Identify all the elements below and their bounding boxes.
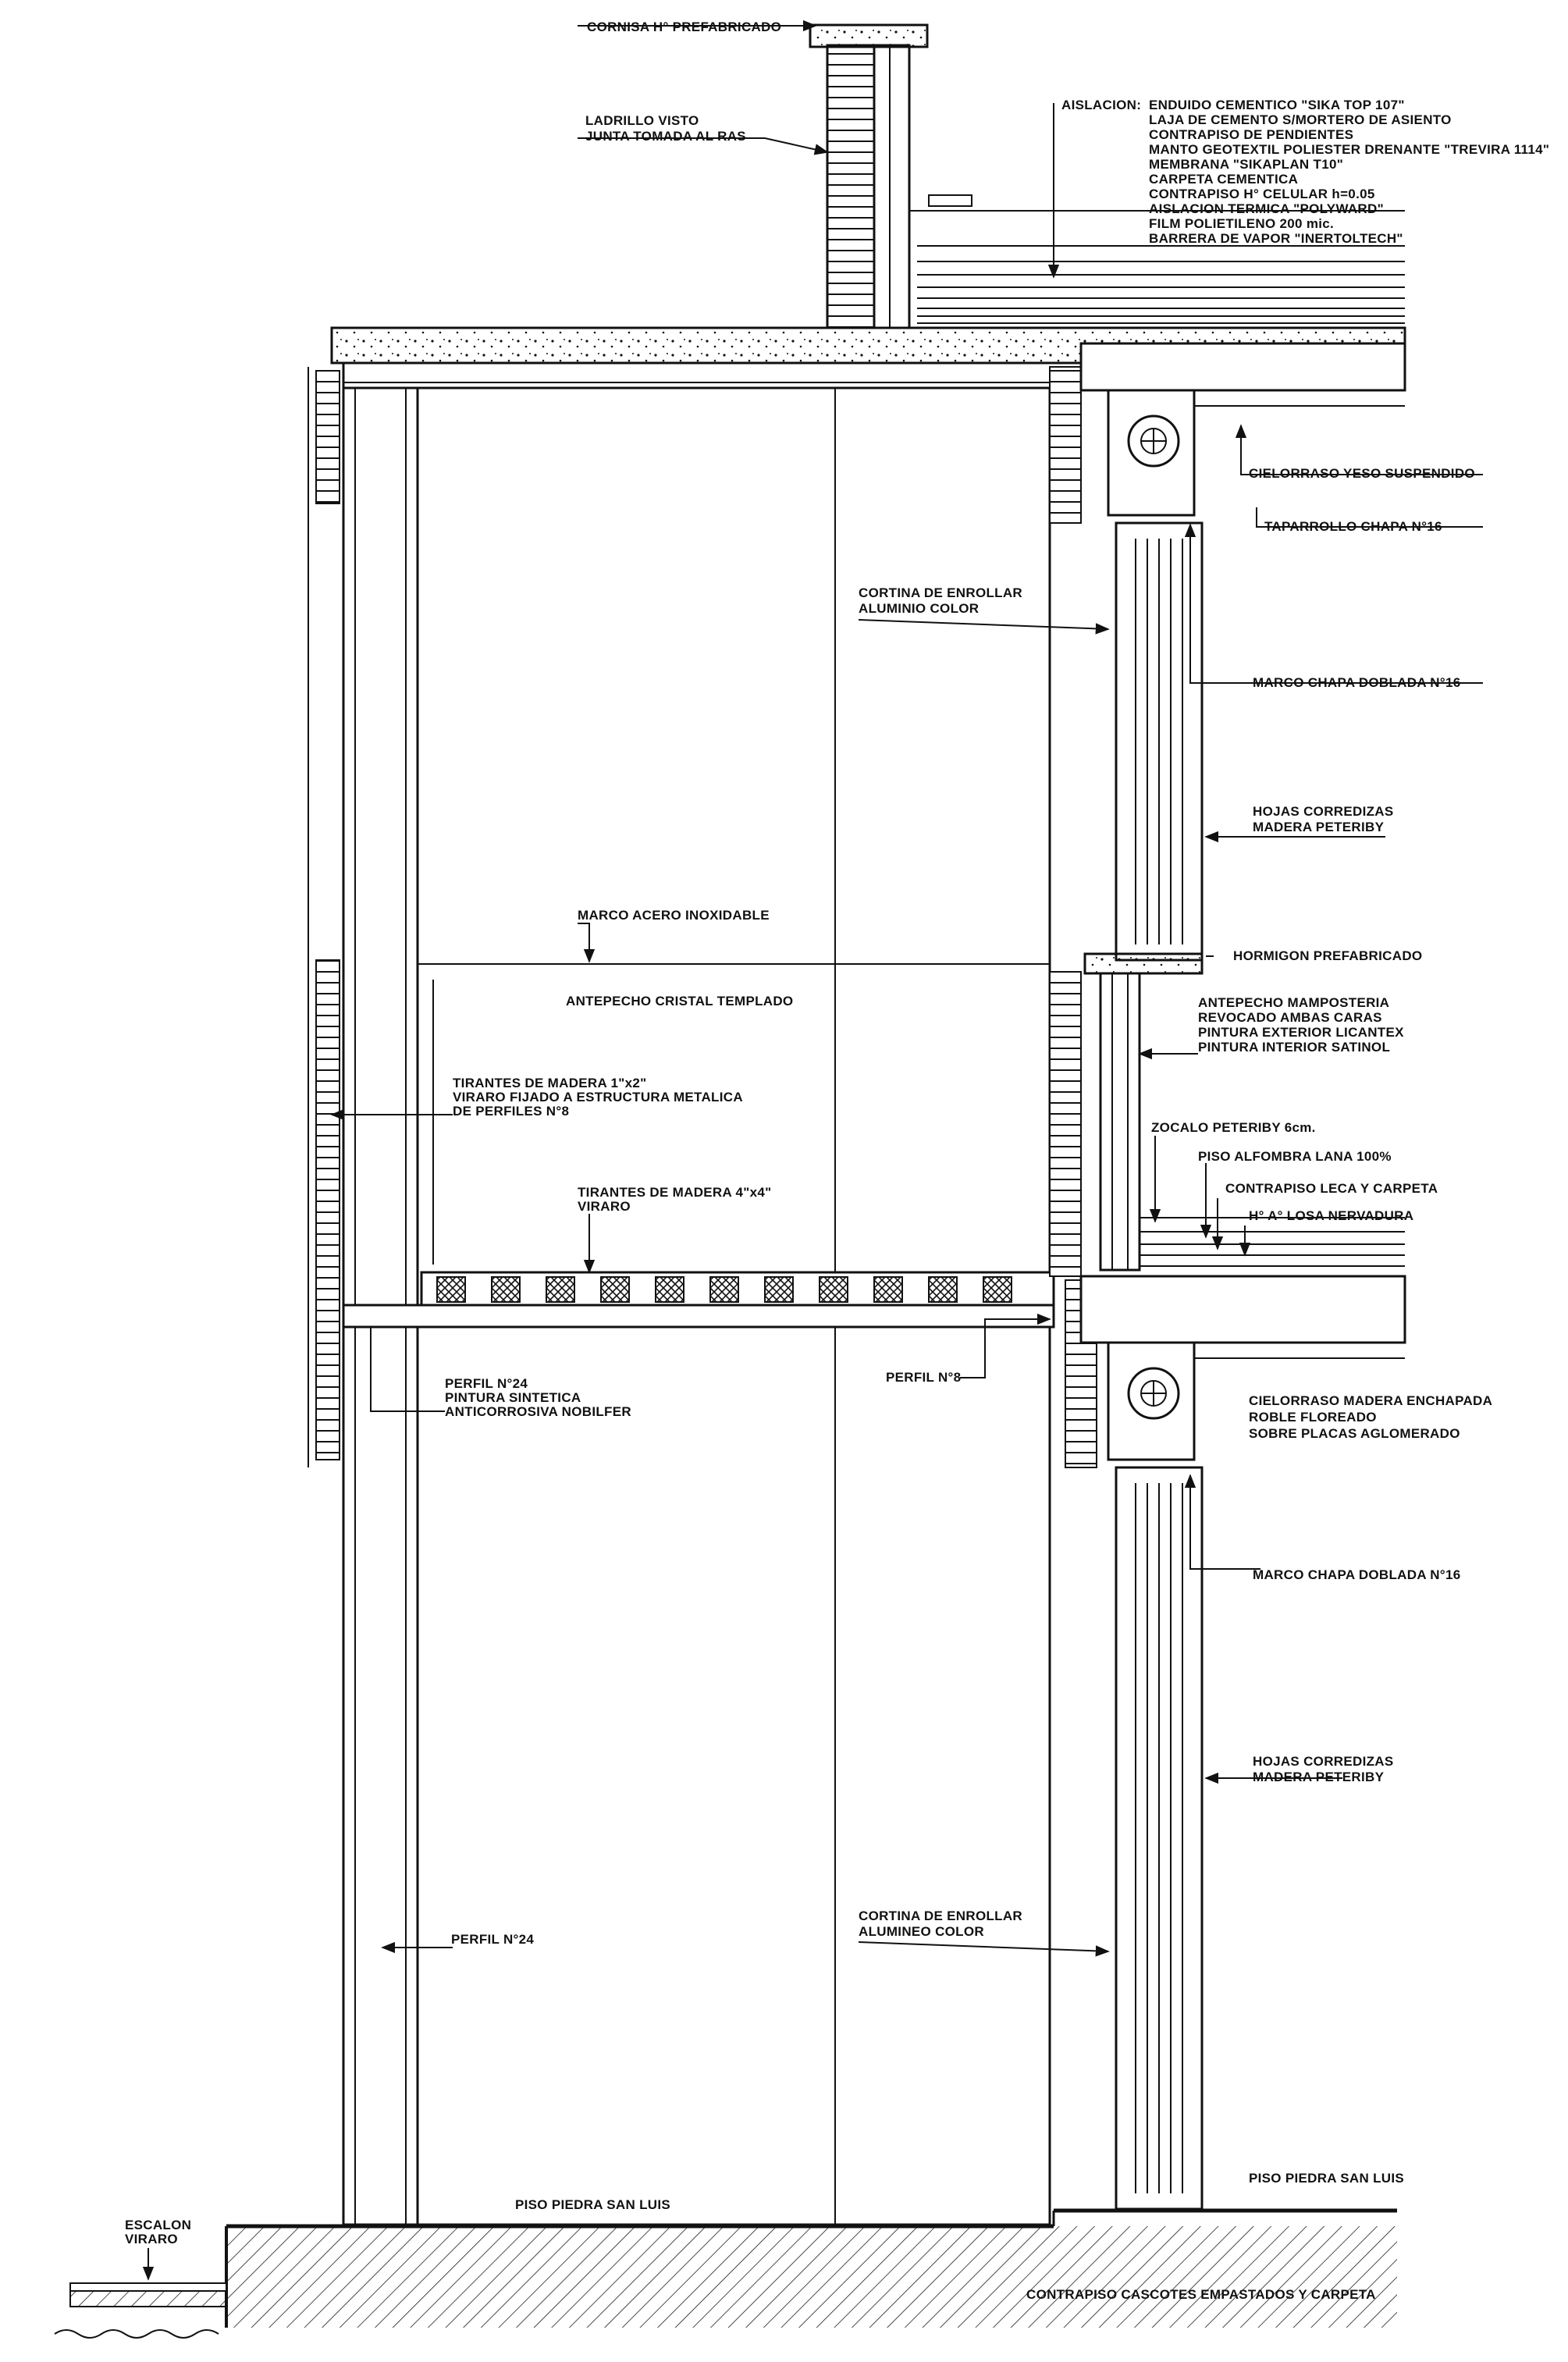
label-contrapiso-cascotes: CONTRAPISO CASCOTES EMPASTADOS Y CARPETA [1026, 2287, 1376, 2302]
label-antepecho-mamp: ANTEPECHO MAMPOSTERIA REVOCADO AMBAS CAR… [1198, 995, 1408, 1055]
structure-geometry [54, 23, 1406, 2339]
label-ladrillo: LADRILLO VISTO JUNTA TOMADA AL RAS [585, 113, 746, 144]
upper-sliding-window [1115, 521, 1204, 962]
label-cielorraso-yeso: CIELORRASO YESO SUSPENDIDO [1249, 466, 1475, 481]
label-hormigon-pref: HORMIGON PREFABRICADO [1233, 948, 1422, 963]
upper-steel-beam [342, 361, 1094, 390]
label-taparrollo: TAPARROLLO CHAPA N°16 [1264, 519, 1442, 534]
label-hojas-1: HOJAS CORREDIZAS MADERA PETERIBY [1253, 804, 1398, 834]
label-zocalo: ZOCALO PETERIBY 6cm. [1151, 1120, 1316, 1135]
label-piso-piedra-1: PISO PIEDRA SAN LUIS [515, 2197, 670, 2212]
label-hojas-2: HOJAS CORREDIZAS MADERA PETERIBY [1253, 1754, 1398, 1784]
label-tirantes-1: TIRANTES DE MADERA 1"x2" VIRARO FIJADO A… [453, 1076, 746, 1119]
label-antepecho-cristal: ANTEPECHO CRISTAL TEMPLADO [566, 994, 793, 1008]
label-cielorraso-madera: CIELORRASO MADERA ENCHAPADA ROBLE FLOREA… [1249, 1393, 1496, 1441]
label-cortina-2: CORTINA DE ENROLLAR ALUMINEO COLOR [859, 1908, 1026, 1939]
floor-buildup [1140, 1217, 1405, 1267]
label-contrapiso-leca: CONTRAPISO LECA Y CARPETA [1225, 1181, 1438, 1196]
label-losa: H° A° LOSA NERVADURA [1249, 1208, 1413, 1223]
precast-sill [1083, 952, 1204, 975]
label-marco-acero: MARCO ACERO INOXIDABLE [578, 908, 770, 923]
timber-slats-floor [342, 1271, 1055, 1329]
label-perfil-24-b: PERFIL N°24 [451, 1932, 534, 1947]
label-perfil-24-a: PERFIL N°24 PINTURA SINTETICA ANTICORROS… [445, 1376, 631, 1419]
lower-shutter-box [1079, 1275, 1406, 1461]
roof-layers [909, 210, 1405, 324]
label-aislacion-list: ENDUIDO CEMENTICO "SIKA TOP 107" LAJA DE… [1149, 98, 1553, 246]
label-cornisa: CORNISA H° PREFABRICADO [587, 20, 781, 34]
label-tirantes-2: TIRANTES DE MADERA 4"x4" VIRARO [578, 1185, 775, 1214]
label-piso-piedra-2: PISO PIEDRA SAN LUIS [1249, 2171, 1404, 2186]
label-piso-alfombra: PISO ALFOMBRA LANA 100% [1198, 1149, 1392, 1164]
ground-hatch [54, 2208, 1397, 2339]
label-cortina-1: CORTINA DE ENROLLAR ALUMINIO COLOR [859, 585, 1026, 616]
label-escalon: ESCALON VIRARO [125, 2218, 195, 2246]
label-perfil-8: PERFIL N°8 [886, 1370, 961, 1385]
label-marco-chapa-2: MARCO CHAPA DOBLADA N°16 [1253, 1567, 1460, 1582]
steel-column-perfil-24 [308, 361, 419, 2226]
leader-lines [142, 20, 1483, 2281]
upper-shutter-box [1079, 342, 1406, 517]
parapet-brick-wall [809, 23, 972, 329]
label-marco-chapa-1: MARCO CHAPA DOBLADA N°16 [1253, 675, 1460, 690]
lower-sliding-window [1115, 1466, 1204, 2211]
label-aislacion-title: AISLACION: [1061, 98, 1141, 112]
masonry-parapet [1099, 972, 1141, 1272]
annotation-labels: CORNISA H° PREFABRICADO LADRILLO VISTO J… [125, 20, 1553, 2302]
